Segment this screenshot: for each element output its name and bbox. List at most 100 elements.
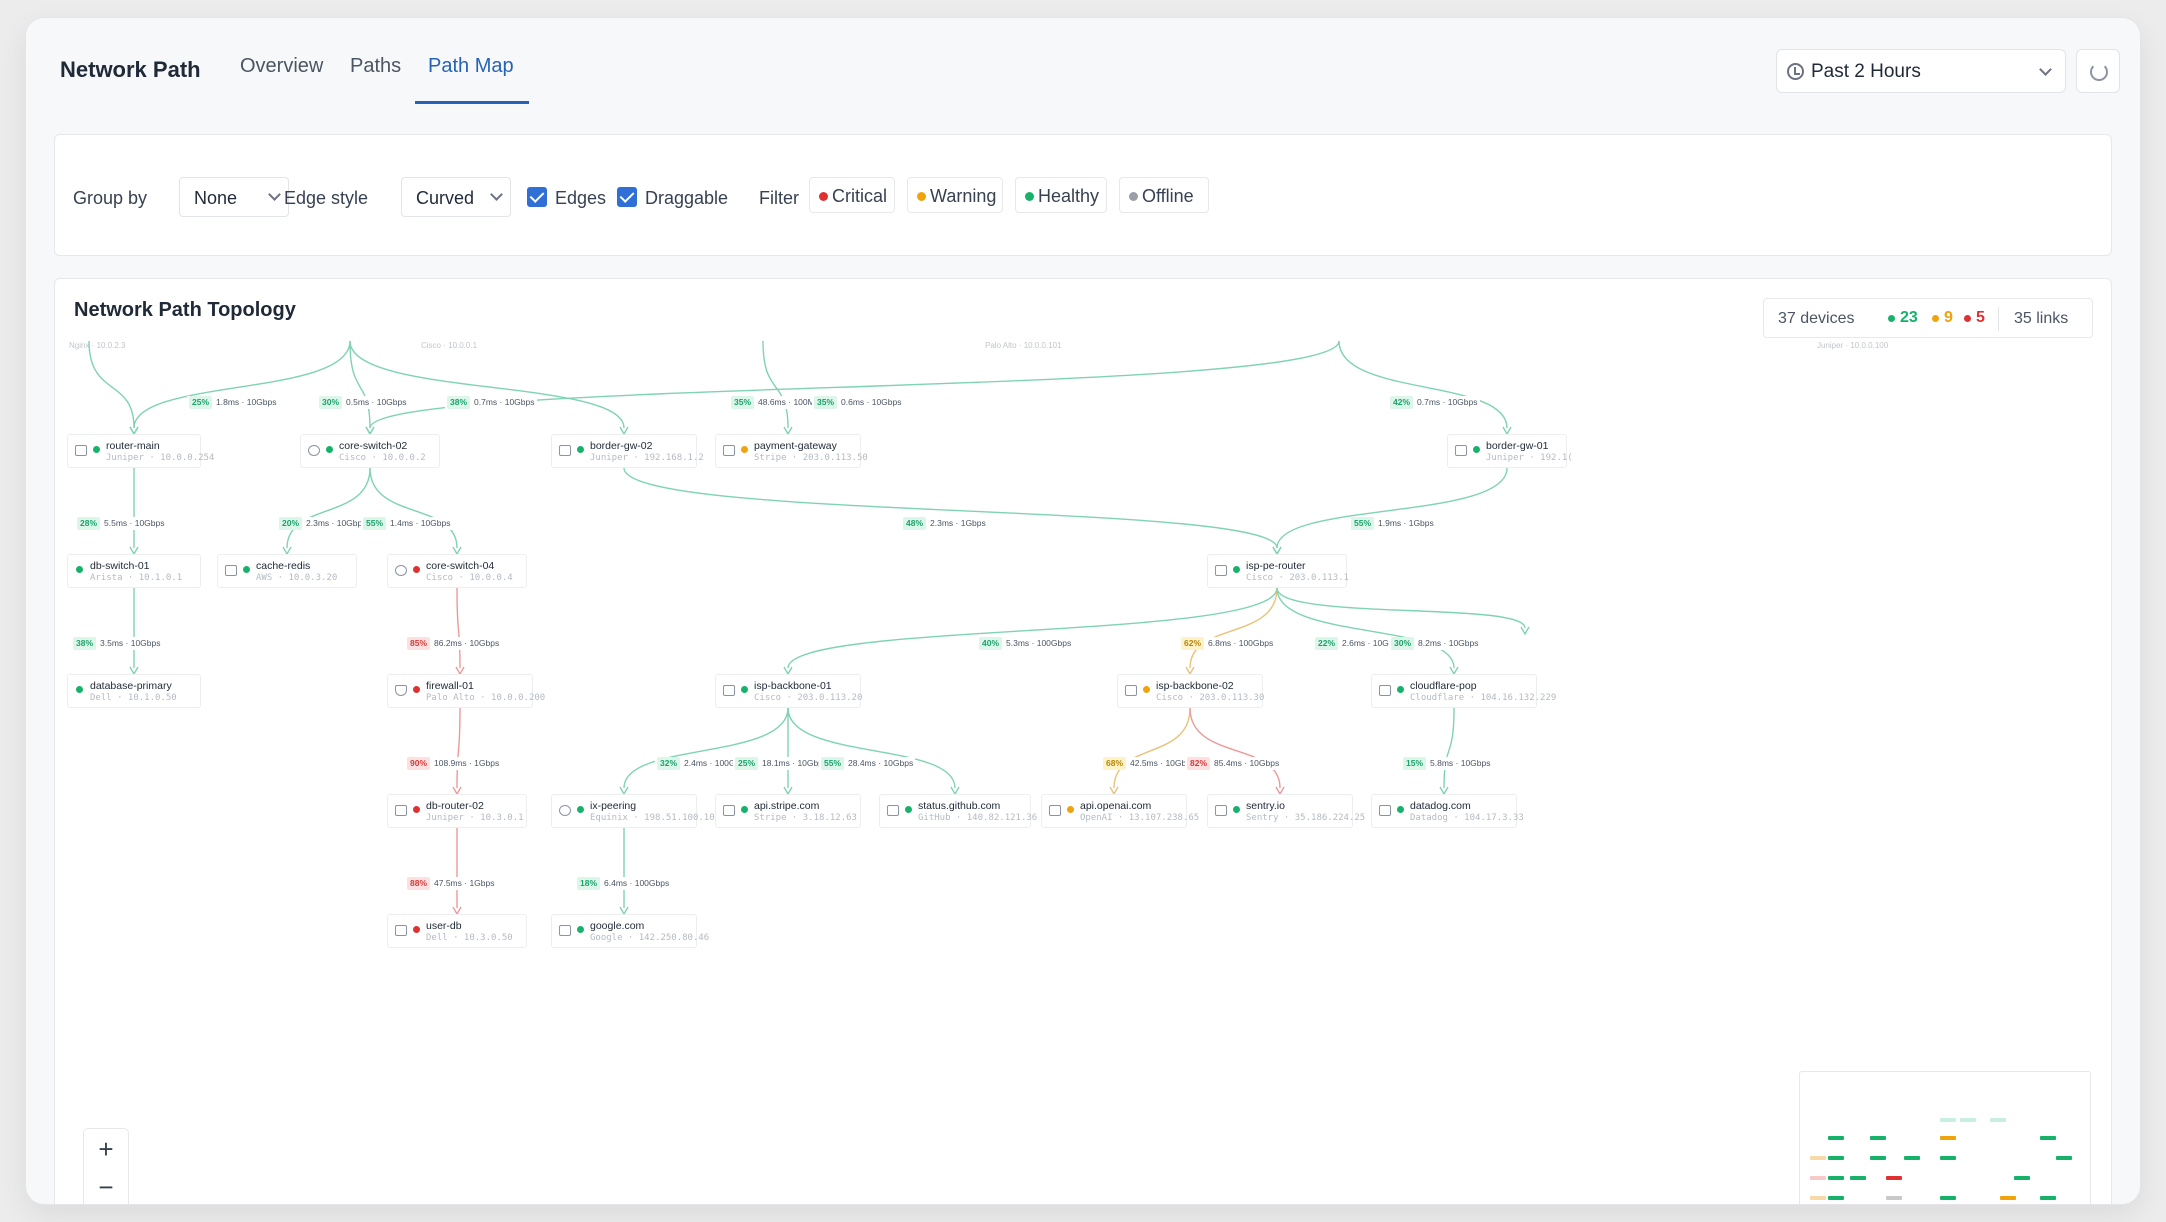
server-icon — [1215, 805, 1227, 816]
edge-metric: 5.8ms · 10Gbps — [1430, 758, 1491, 768]
edge-label: 68%42.5ms · 10Gbps — [1101, 757, 1198, 770]
storage-icon — [395, 925, 407, 936]
edge-arrow — [783, 426, 793, 436]
edge-percent: 35% — [731, 396, 755, 409]
tab-overview[interactable]: Overview — [240, 55, 324, 77]
edge-line[interactable] — [1113, 707, 1191, 789]
node-details: GitHub · 140.82.121.36 — [918, 813, 1038, 823]
edge-label: 25%1.8ms · 10Gbps — [187, 396, 279, 409]
edge-arrow — [619, 426, 629, 436]
edge-line[interactable] — [286, 467, 371, 549]
edge-percent: 25% — [735, 757, 759, 770]
device-count: 37 devices — [1778, 310, 1855, 327]
gateway-icon — [395, 805, 407, 816]
edge-metric: 2.3ms · 1Gbps — [930, 518, 986, 528]
draggable-checkbox[interactable] — [617, 187, 637, 207]
edges-checkbox[interactable] — [527, 187, 547, 207]
node-details: Equinix · 198.51.100.100 — [590, 813, 721, 823]
healthy-count: 23 — [1900, 309, 1918, 326]
filter-chip-offline[interactable]: Offline — [1119, 177, 1209, 213]
edge-metric: 18.1ms · 10Gbps — [762, 758, 828, 768]
edge-line[interactable] — [762, 341, 789, 429]
zoom-out-button[interactable]: − — [98, 1172, 114, 1202]
filter-chip-healthy[interactable]: Healthy — [1015, 177, 1107, 213]
filter-chip-warning[interactable]: Warning — [907, 177, 1003, 213]
zoom-in-button[interactable]: + — [98, 1134, 114, 1164]
tab-paths[interactable]: Paths — [350, 55, 402, 77]
edge-line[interactable] — [1189, 587, 1278, 669]
refresh-button[interactable] — [2076, 49, 2120, 93]
edge-percent: 62% — [1181, 637, 1205, 650]
tab-path-map[interactable]: Path Map — [428, 55, 514, 77]
edge-line[interactable] — [787, 707, 956, 789]
node-name: google.com — [590, 920, 645, 932]
edge-line[interactable] — [1443, 707, 1455, 789]
edge-line[interactable] — [456, 587, 461, 669]
chevron-down-icon — [268, 188, 281, 201]
zoom-controls: + − — [83, 1128, 129, 1204]
edge-arrow — [619, 906, 629, 916]
edge-line[interactable] — [369, 467, 458, 549]
edge-line[interactable] — [88, 341, 135, 429]
edge-line[interactable] — [369, 341, 1340, 429]
edge-percent: 22% — [1315, 637, 1339, 650]
cut-node-label: Palo Alto · 10.0.0.101 — [985, 341, 1062, 350]
edge-label: 55%1.9ms · 1Gbps — [1349, 517, 1436, 530]
time-range-select[interactable]: Past 2 Hours — [1776, 49, 2066, 93]
gateway-icon — [559, 445, 571, 456]
edge-line[interactable] — [456, 707, 461, 789]
edge-percent: 68% — [1103, 757, 1127, 770]
minimap[interactable] — [1799, 1071, 2091, 1204]
edge-line[interactable] — [1338, 341, 1508, 429]
edge-arrow — [1520, 626, 1530, 636]
edge-label: 22%2.6ms · 10Gbps — [1313, 637, 1405, 650]
status-dot-icon — [741, 806, 748, 813]
edge-line[interactable] — [1276, 467, 1508, 549]
healthy-dot-icon — [1025, 192, 1034, 201]
topology-canvas[interactable]: Nginx · 10.0.2.3 Cisco · 10.0.0.1 Palo A… — [55, 341, 2111, 1204]
minimap-node — [1810, 1176, 1826, 1180]
edge-label: 28%5.5ms · 10Gbps — [75, 517, 167, 530]
server-icon — [1049, 805, 1061, 816]
draggable-label: Draggable — [645, 188, 729, 208]
node-name: firewall-01 — [426, 680, 474, 692]
edge-line[interactable] — [787, 587, 1278, 669]
edge-line[interactable] — [349, 341, 625, 429]
edge-line[interactable] — [623, 707, 789, 789]
switch-icon — [559, 805, 571, 816]
filter-chip-critical[interactable]: Critical — [809, 177, 895, 213]
edge-line[interactable] — [1276, 587, 1526, 629]
edge-line[interactable] — [349, 341, 371, 429]
warning-dot-icon — [1932, 315, 1939, 322]
edge-arrow — [452, 786, 462, 796]
edge-line[interactable] — [1276, 587, 1455, 669]
edge-line[interactable] — [133, 341, 351, 429]
edge-line[interactable] — [623, 467, 1278, 549]
group-by-select[interactable]: None — [179, 177, 289, 217]
edge-style-select[interactable]: Curved — [401, 177, 511, 217]
edge-line[interactable] — [1189, 707, 1281, 789]
